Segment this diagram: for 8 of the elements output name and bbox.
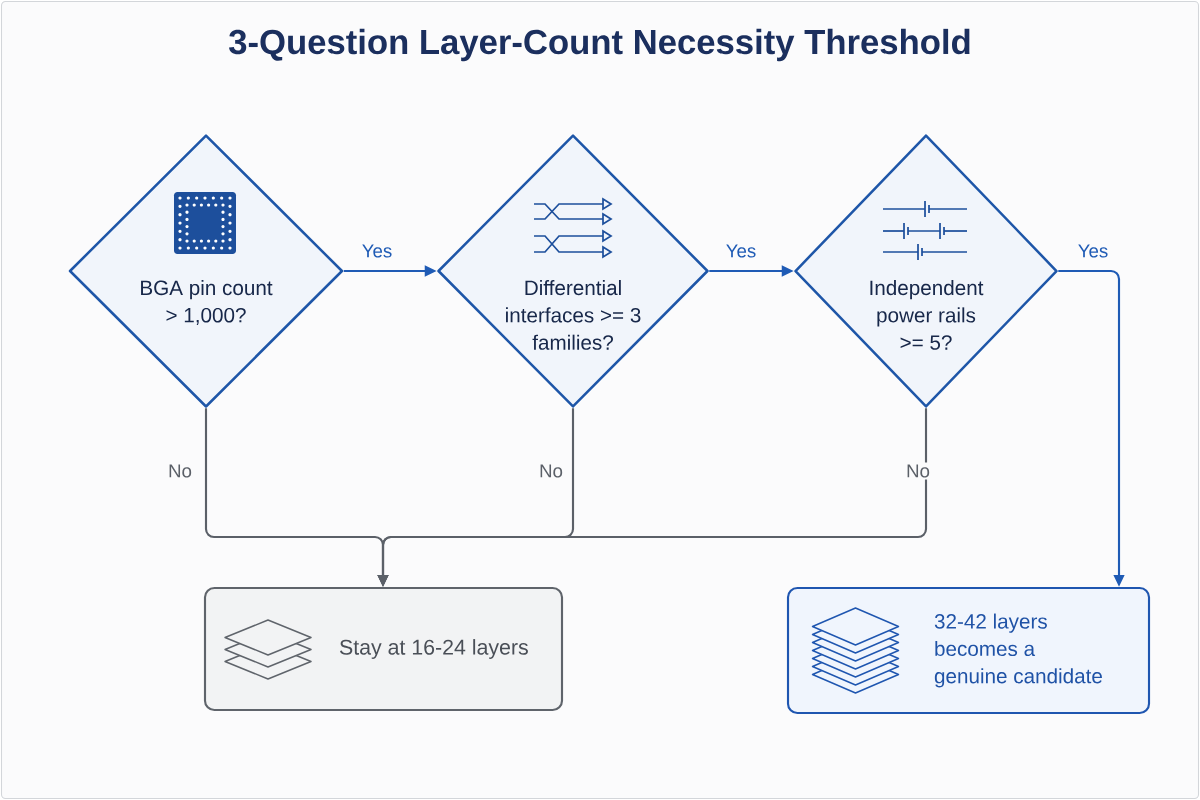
edge-label: Yes xyxy=(359,242,395,260)
result-box: Stay at 16-24 layers xyxy=(203,586,564,712)
edge-label: No xyxy=(537,462,565,480)
edge-label: No xyxy=(166,462,194,480)
title: 3-Question Layer-Count Necessity Threshold xyxy=(229,28,970,62)
edge-label: No xyxy=(904,462,932,480)
edge-label: Yes xyxy=(723,242,759,260)
edge-label: Yes xyxy=(1075,242,1111,260)
